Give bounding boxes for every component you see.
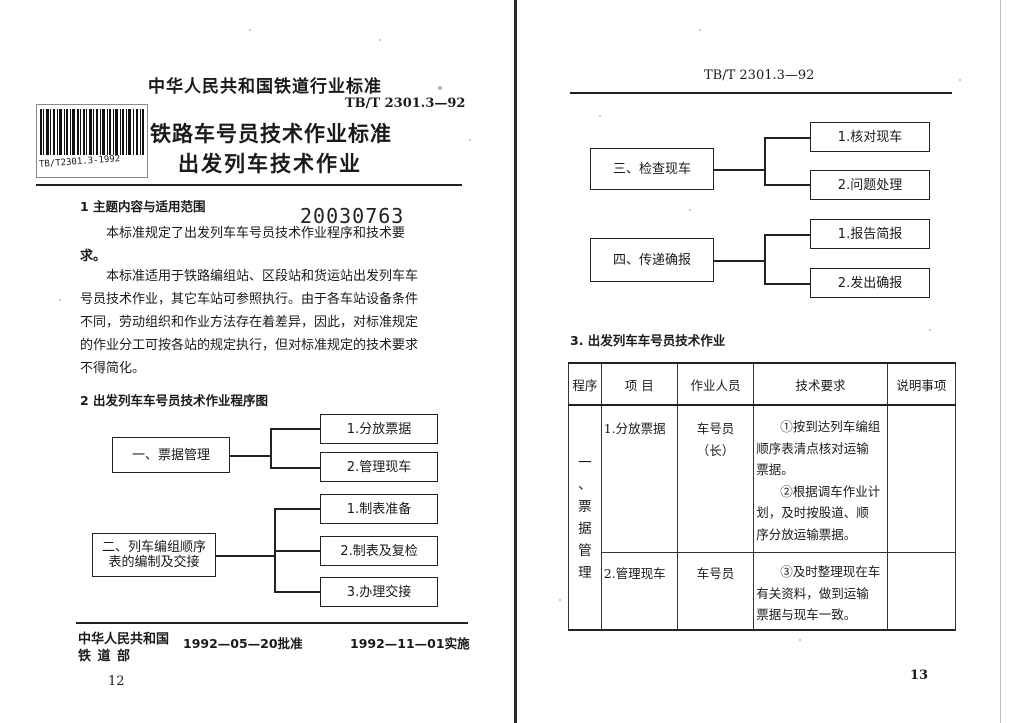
col-header-notes: 说明事项 xyxy=(886,362,957,406)
program-char: 、 xyxy=(578,476,592,493)
program-char: 一 xyxy=(578,454,592,471)
para2-line1: 本标准适用于铁路编组站、区段站和货运站出发列车车 xyxy=(106,269,419,284)
table-header-row: 程序 项 目 作业人员 技术要求 说明事项 xyxy=(568,362,957,406)
right-header-rule xyxy=(570,92,952,94)
flow-group2-item3: 3.办理交接 xyxy=(320,577,438,607)
page-gutter xyxy=(514,0,517,723)
requirement-line: 序分放运输票据。 xyxy=(756,526,857,542)
left-page: 中华人民共和国铁道行业标准 TB/T 2301.3—92 TB/T2301.3-… xyxy=(36,77,470,689)
flow-connector xyxy=(270,467,320,469)
col-header-program: 程序 xyxy=(568,362,602,406)
left-page-number: 12 xyxy=(108,674,125,689)
notes-cell xyxy=(886,552,957,631)
flow-connector xyxy=(764,283,810,285)
col-header-requirements: 技术要求 xyxy=(753,362,888,406)
flow-connector xyxy=(274,550,320,552)
requirement-line: 划，及时按股道、顺 xyxy=(756,505,869,520)
flow-group2-line1: 二、列车编组顺序 xyxy=(101,540,206,555)
flow-connector xyxy=(764,234,810,236)
col-header-item: 项 目 xyxy=(600,362,678,406)
footer-org-line2: 铁 道 部 xyxy=(78,649,132,664)
flow-connector xyxy=(764,137,810,139)
program-char: 理 xyxy=(578,564,592,581)
requirement-line: ②根据调车作业计 xyxy=(780,483,881,499)
para2-line2: 号员技术作业，其它车站可参照执行。由于各车站设备条件 xyxy=(80,292,419,307)
flow-connector xyxy=(764,234,766,284)
staff-cell: 车号员 （长） xyxy=(676,404,755,553)
requirement-line: ①按到达列车编组 xyxy=(780,419,881,434)
program-char: 管 xyxy=(578,542,592,559)
program-char: 据 xyxy=(578,520,592,537)
title-line-1: 铁路车号员技术作业标准 xyxy=(150,122,392,146)
footer-rule xyxy=(76,622,468,624)
requirement-line: 票据。 xyxy=(756,462,794,477)
flow-connector xyxy=(230,455,270,457)
para2-line4: 的作业分工可按各站的规定执行，但对标准规定的技术要求 xyxy=(80,338,419,353)
staff-cell: 车号员 xyxy=(676,552,755,631)
flow-group1-item2: 2.管理现车 xyxy=(320,452,438,482)
requirements-cell: ①按到达列车编组 顺序表清点核对运输 票据。 ②根据调车作业计 划，及时按股道、… xyxy=(753,404,888,553)
flow-group2-item1: 1.制表准备 xyxy=(320,494,438,524)
flow-group2-box: 二、列车编组顺序 表的编制及交接 xyxy=(92,533,216,577)
table-row: 2.管理现车 车号员 ③及时整理现在车 有关资料，做到运输 票据与现车一致。 xyxy=(568,552,957,631)
item-cell: 1.分放票据 xyxy=(600,404,678,553)
program-char: 票 xyxy=(578,498,592,515)
requirement-line: 有关资料，做到运输 xyxy=(756,585,869,601)
program-cell: 一 、 票 据 管 理 xyxy=(568,404,602,631)
flow-connector xyxy=(764,137,766,185)
implemented-date: 1992—11—01实施 xyxy=(350,636,470,651)
approved-date: 1992—05—20批准 xyxy=(183,636,303,651)
title-line-2: 出发列车技术作业 xyxy=(178,152,362,176)
title-rule xyxy=(36,184,462,186)
flow-group4-item2: 2.发出确报 xyxy=(810,268,930,298)
flow-group2-line2: 表的编制及交接 xyxy=(108,555,200,570)
section1-heading: 1 主题内容与适用范围 xyxy=(80,199,206,214)
staff-line1: 车号员 xyxy=(696,421,735,436)
flow-connector xyxy=(714,260,764,262)
left-header-org: 中华人民共和国铁道行业标准 xyxy=(148,77,382,97)
right-doc-code: TB/T 2301.3—92 xyxy=(704,68,815,83)
page-edge xyxy=(1000,0,1001,723)
flow-group4-box: 四、传递确报 xyxy=(590,238,714,282)
requirements-cell: ③及时整理现在车 有关资料，做到运输 票据与现车一致。 xyxy=(753,552,888,631)
flow-group3-item1: 1.核对现车 xyxy=(810,122,930,152)
requirement-line: 顺序表清点核对运输 xyxy=(756,440,869,456)
flow-connector xyxy=(270,428,272,468)
section3-heading: 3. 出发列车车号员技术作业 xyxy=(570,333,726,348)
flow-connector xyxy=(270,428,320,430)
right-page-number: 13 xyxy=(910,668,929,683)
para2-line5: 不得简化。 xyxy=(80,361,146,376)
barcode-icon xyxy=(40,109,144,155)
flow-group2-item2: 2.制表及复检 xyxy=(320,536,438,566)
item-cell: 2.管理现车 xyxy=(600,552,678,631)
flow-connector xyxy=(764,184,810,186)
footer-org-line1: 中华人民共和国 xyxy=(78,632,170,647)
para1-line2: 求。 xyxy=(80,249,107,264)
para1-line1: 本标准规定了出发列车车号员技术作业程序和技术要 xyxy=(106,226,406,241)
requirement-line: ③及时整理现在车 xyxy=(780,564,881,579)
flow-group1-box: 一、票据管理 xyxy=(112,437,230,473)
right-page: TB/T 2301.3—92 三、检查现车 1.核对现车 2.问题处理 四、传递… xyxy=(518,0,1024,723)
left-doc-code: TB/T 2301.3—92 xyxy=(345,96,466,111)
flow-connector xyxy=(714,169,764,171)
requirements-table: 程序 项 目 作业人员 技术要求 说明事项 一 、 票 据 管 理 1.分放票据… xyxy=(568,362,957,631)
staff-line2: （长） xyxy=(696,443,735,458)
requirement-line: 票据与现车一致。 xyxy=(756,607,857,622)
flow-connector xyxy=(216,555,274,557)
flow-group1-item1: 1.分放票据 xyxy=(320,414,438,444)
staff-line1: 车号员 xyxy=(696,566,735,581)
para2-line3: 不同，劳动组织和作业方法存在着差异，因此，对标准规定 xyxy=(80,315,419,330)
flow-connector xyxy=(274,508,320,510)
col-header-staff: 作业人员 xyxy=(676,362,755,406)
flow-group3-box: 三、检查现车 xyxy=(590,148,714,190)
flow-group4-item1: 1.报告简报 xyxy=(810,219,930,249)
notes-cell xyxy=(886,404,957,553)
flow-group3-item2: 2.问题处理 xyxy=(810,170,930,200)
handwritten-number: 20030763 xyxy=(300,204,405,228)
barcode-label: TB/T2301.3-1992 xyxy=(38,154,121,170)
barcode: TB/T2301.3-1992 xyxy=(36,104,148,178)
table-row: 一 、 票 据 管 理 1.分放票据 车号员 （长） ①按到达列车编组 顺序表清… xyxy=(568,404,957,631)
section2-heading: 2 出发列车车号员技术作业程序图 xyxy=(80,393,269,408)
flow-connector xyxy=(274,591,320,593)
